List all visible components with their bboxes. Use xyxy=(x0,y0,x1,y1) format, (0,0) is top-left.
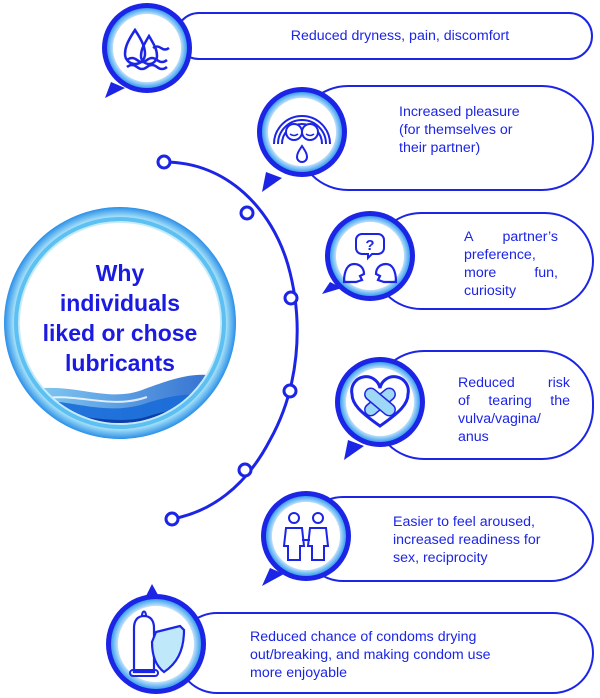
reason-line: A partner’s xyxy=(464,229,558,245)
reason-line: Reduced chance of condoms drying xyxy=(250,629,477,645)
reason-line: of tearing the xyxy=(458,393,570,409)
hub-title-line: liked or chose xyxy=(42,320,198,346)
condom-shield-icon xyxy=(106,584,206,694)
connector-dot xyxy=(282,383,298,399)
reason-partner-text: A partner’s preference, more fun, curios… xyxy=(464,228,558,300)
reason-pleasure-text: Increased pleasure (for themselves or th… xyxy=(399,103,579,157)
conversation-question-icon: ? xyxy=(322,211,415,301)
reason-line: Easier to feel aroused, xyxy=(393,514,535,530)
reason-line: increased readiness for xyxy=(393,532,541,548)
reason-aroused-text: Easier to feel aroused, increased readin… xyxy=(393,513,583,567)
connector-dot xyxy=(164,511,180,527)
reason-line: their partner) xyxy=(399,140,481,156)
couple-icon xyxy=(261,491,351,586)
reason-line: sex, reciprocity xyxy=(393,550,488,566)
water-drops-icon xyxy=(102,3,192,98)
hub-title-line: Why xyxy=(95,260,145,286)
reason-line: (for themselves or xyxy=(399,122,513,138)
connector-dot xyxy=(283,290,299,306)
reason-line: more enjoyable xyxy=(250,665,348,681)
reason-line: preference, xyxy=(464,247,536,263)
reason-line: Reduced dryness, pain, discomfort xyxy=(290,28,510,44)
hub-circle xyxy=(4,207,236,439)
smiling-faces-icon xyxy=(257,87,347,192)
hub-title-line: individuals xyxy=(59,290,181,316)
reason-condoms-text: Reduced chance of condoms drying out/bre… xyxy=(250,628,580,682)
reason-line: Increased pleasure xyxy=(399,104,520,120)
reason-tearing-text: Reduced risk of tearing the vulva/vagina… xyxy=(458,374,570,446)
reason-dryness-card xyxy=(175,12,593,60)
heart-bandage-icon xyxy=(335,357,425,460)
connector-dot xyxy=(237,462,253,478)
hub-title-line: lubricants xyxy=(65,350,175,376)
reason-dryness-text: Reduced dryness, pain, discomfort xyxy=(228,27,572,45)
connector-dot xyxy=(239,205,255,221)
reason-line: more fun, xyxy=(464,265,558,281)
reason-line: curiosity xyxy=(464,283,517,299)
reason-line: anus xyxy=(458,429,489,445)
reason-line: Reduced risk xyxy=(458,375,570,391)
svg-text:?: ? xyxy=(365,237,374,254)
connector-dot xyxy=(156,154,172,170)
reason-line: vulva/vagina/ xyxy=(458,411,541,427)
reason-line: out/breaking, and making condom use xyxy=(250,647,491,663)
reason-condoms-card xyxy=(176,612,594,694)
hub-title: Why individuals liked or chose lubricant… xyxy=(30,258,210,378)
